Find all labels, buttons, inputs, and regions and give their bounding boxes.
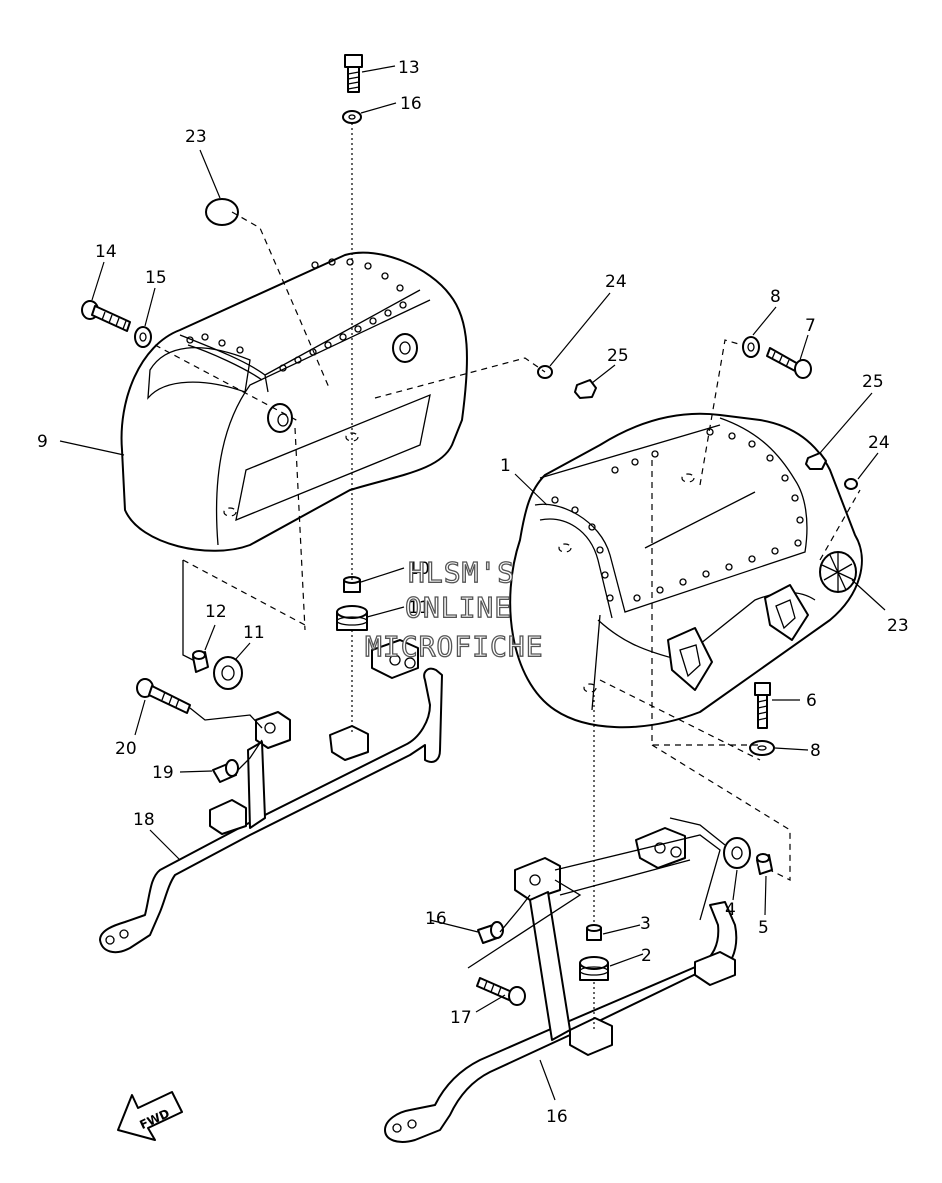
washer-24-right: [844, 478, 858, 490]
left-saddlebag-stay: [99, 639, 443, 954]
callout-23-left: 23: [185, 127, 207, 147]
callout-16-top: 16: [400, 94, 422, 114]
right-saddlebag-stay: [384, 827, 738, 1143]
callout-6: 6: [806, 691, 817, 711]
assembly-lines: [154, 123, 861, 1030]
washer-16-top: [342, 110, 362, 124]
grommet-18: [477, 921, 504, 944]
callout-8-bottom: 8: [810, 741, 821, 761]
callout-24-left: 24: [605, 272, 627, 292]
callout-17: 16: [546, 1107, 568, 1127]
grommet-4: [723, 837, 751, 869]
bolt-22: [136, 678, 191, 714]
callout-25-right: 25: [862, 372, 884, 392]
collar-13: [192, 650, 209, 673]
watermark: HLSM'S ONLINE MICROFICHE: [364, 555, 544, 663]
callout-4: 4: [725, 900, 736, 920]
callout-7: 7: [805, 316, 816, 336]
right-saddlebag: [509, 412, 863, 729]
left-bag-studs: [186, 258, 407, 372]
callout-2: 2: [641, 946, 652, 966]
grommet-21: [212, 759, 239, 783]
grommet-12: [213, 656, 243, 690]
watermark-line-3: MICROFICHE: [365, 630, 544, 663]
callout-19: 17: [450, 1008, 472, 1028]
cap-23-left: [205, 198, 239, 226]
right-bag-buckle-front: [667, 627, 713, 691]
callout-10: 11: [408, 598, 430, 618]
callout-11: 10: [408, 559, 430, 579]
callout-13: 12: [205, 602, 227, 622]
washer-8-bottom: [749, 740, 775, 756]
washer-16-left: [134, 326, 152, 348]
callout-16-left: 15: [145, 268, 167, 288]
bolt-14: [344, 54, 363, 93]
callout-8-top: 8: [770, 287, 781, 307]
callout-14: 13: [398, 58, 420, 78]
watermark-line-2: ONLINE: [405, 591, 512, 624]
bolt-19: [476, 977, 526, 1006]
collar-11: [343, 576, 361, 593]
right-bag-rear-emblem: [819, 551, 857, 593]
callout-1: 1: [500, 456, 511, 476]
watermark-line-1: HLSM'S: [408, 556, 515, 589]
right-bag-buckle-rear: [764, 584, 809, 641]
bolt-7: [766, 347, 812, 379]
callout-25-left: 25: [607, 346, 629, 366]
callout-20: 18: [133, 810, 155, 830]
left-saddlebag: [120, 251, 468, 552]
callout-22: 20: [115, 739, 137, 759]
callout-18: 16: [425, 909, 447, 929]
callout-labels: 13 16 23 14 15 24 25 8 7 25 24 9 1 23 10…: [37, 58, 909, 1127]
grommet-10: [336, 605, 368, 631]
callout-5: 5: [758, 918, 769, 938]
bolt-6: [754, 682, 771, 729]
callout-15: 14: [95, 242, 117, 262]
callout-23-right: 23: [887, 616, 909, 636]
grommet-2: [579, 956, 609, 981]
washer-8-top: [742, 336, 760, 358]
fwd-arrow: FWD: [117, 1091, 183, 1141]
leader-lines: [59, 65, 886, 1101]
callout-21: 19: [152, 763, 174, 783]
callout-3: 3: [640, 914, 651, 934]
collar-3: [586, 924, 602, 941]
nut-25-left: [574, 379, 597, 399]
collar-5: [756, 853, 773, 875]
callout-24-right: 24: [868, 433, 890, 453]
callout-12: 11: [243, 623, 265, 643]
bolt-15: [81, 300, 131, 332]
callout-9: 9: [37, 432, 48, 452]
